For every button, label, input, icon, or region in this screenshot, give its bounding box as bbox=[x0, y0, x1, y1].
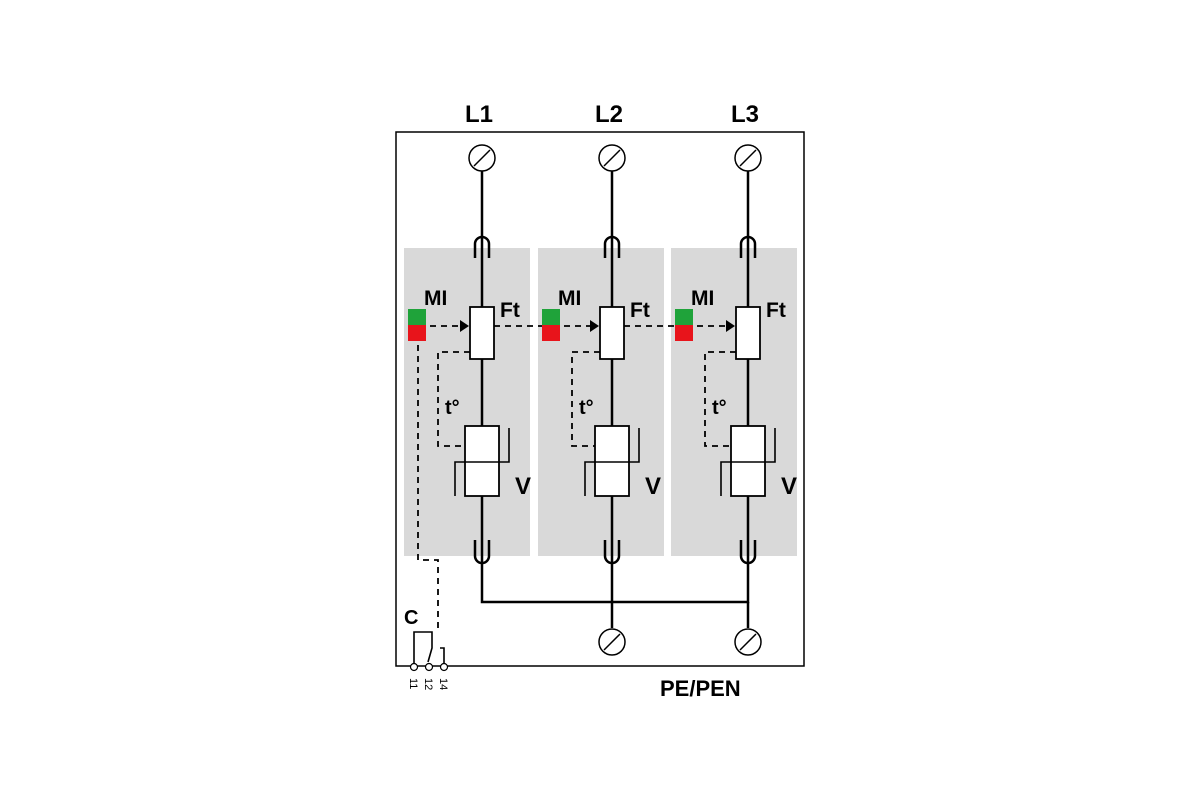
protection-modules bbox=[404, 248, 797, 556]
screw-terminal-icon bbox=[468, 144, 496, 172]
phase-label: L3 bbox=[731, 101, 759, 128]
varistor-icon bbox=[720, 425, 776, 497]
indicator-label: MI bbox=[424, 287, 447, 310]
fuse-label: Ft bbox=[500, 299, 520, 322]
indicator-label: MI bbox=[558, 287, 581, 310]
varistor-label: V bbox=[781, 473, 797, 500]
thermal-link bbox=[571, 351, 600, 447]
screw-terminal-icon bbox=[734, 144, 762, 172]
fuse-label: Ft bbox=[630, 299, 650, 322]
status-indicator-icon bbox=[542, 309, 560, 341]
protection-module bbox=[671, 248, 797, 556]
varistor-icon bbox=[584, 425, 640, 497]
changeover-contact-icon bbox=[409, 631, 449, 672]
protection-module bbox=[538, 248, 664, 556]
phase-label: L2 bbox=[595, 101, 623, 128]
plug-contact-icon bbox=[739, 235, 757, 258]
remote-signal-link bbox=[417, 345, 439, 630]
phase-label: L1 bbox=[465, 101, 493, 128]
screw-terminal-icon bbox=[598, 144, 626, 172]
thermal-fuse-icon bbox=[590, 306, 625, 360]
indicator-label: MI bbox=[691, 287, 714, 310]
varistor-label: V bbox=[515, 473, 531, 500]
pe-bus bbox=[480, 572, 762, 656]
status-indicator-icon bbox=[408, 309, 426, 341]
contact-terminal-label: 12 bbox=[422, 678, 434, 690]
thermal-link bbox=[437, 351, 470, 447]
varistor-label: V bbox=[645, 473, 661, 500]
thermal-fuse-icon bbox=[726, 306, 761, 360]
plug-contact-icon bbox=[603, 540, 621, 565]
thermal-label: t° bbox=[445, 397, 460, 419]
thermal-label: t° bbox=[579, 397, 594, 419]
thermal-fuse-icon bbox=[460, 306, 495, 360]
fuse-label: Ft bbox=[766, 299, 786, 322]
contact-label: C bbox=[404, 607, 418, 629]
thermal-link bbox=[704, 351, 736, 447]
plug-contact-icon bbox=[603, 235, 621, 258]
screw-terminal-icon bbox=[598, 628, 626, 656]
varistor-icon bbox=[454, 425, 510, 497]
protection-module bbox=[404, 248, 530, 556]
status-indicator-icon bbox=[675, 309, 693, 341]
screw-terminal-icon bbox=[734, 628, 762, 656]
plug-contact-icon bbox=[473, 540, 491, 565]
thermal-label: t° bbox=[712, 397, 727, 419]
plug-contact-icon bbox=[739, 540, 757, 565]
contact-terminal-label: 14 bbox=[437, 678, 449, 690]
contact-terminal-label: 11 bbox=[407, 678, 419, 689]
ground-terminal-label: PE/PEN bbox=[660, 676, 741, 701]
plug-contact-icon bbox=[473, 235, 491, 258]
